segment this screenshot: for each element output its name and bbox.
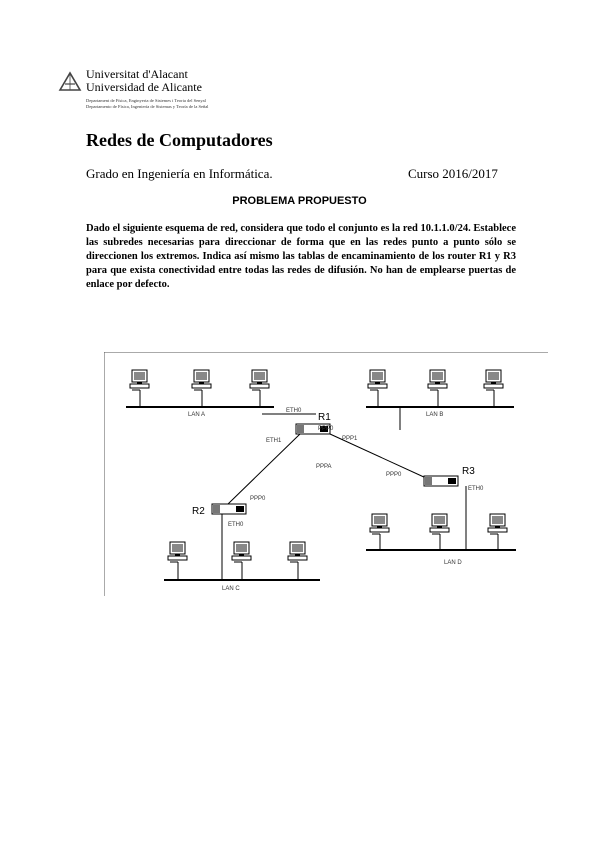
lan-d-pc-3	[487, 513, 508, 535]
r2-eth0-label: ETH0	[228, 522, 244, 528]
lan-b-pc-1	[367, 369, 388, 391]
problem-statement: Dado el siguiente esquema de red, consid…	[86, 223, 516, 290]
r1-ppp0-label: PPP0	[318, 426, 334, 432]
university-name-es: Universidad de Alicante	[86, 80, 202, 94]
lan-c-pc-3	[287, 541, 308, 563]
r1-eth1-label: ETH1	[266, 438, 282, 444]
router-r1-label: R1	[318, 412, 331, 423]
lan-a-label: LAN A	[188, 412, 205, 418]
university-logo-icon	[58, 71, 82, 91]
link-r1-r3	[329, 433, 427, 479]
lan-c-pc-2	[231, 541, 252, 563]
lan-a-pc-2	[191, 369, 212, 391]
lan-a-pc-3	[249, 369, 270, 391]
lan-d-pc-2	[429, 513, 450, 535]
department-name-es: Departamento de Física, Ingeniería de Si…	[86, 104, 209, 109]
r1-eth0-label: ETH0	[286, 408, 302, 414]
problem-heading: PROBLEMA PROPUESTO	[232, 195, 367, 207]
network-diagram: LAN A LAN B R1 ETH0 ETH1 PPP0 PPP1 PPPA …	[104, 352, 548, 596]
router-r2-label: R2	[192, 506, 205, 517]
r1-ppp1-label: PPP1	[342, 436, 358, 442]
lan-d-pc-1	[369, 513, 390, 535]
router-r2	[211, 503, 247, 515]
document-title: Redes de Computadores	[86, 130, 273, 150]
lan-c-pc-1	[167, 541, 188, 563]
router-r3-label: R3	[462, 466, 475, 477]
degree-name: Grado en Ingeniería en Informática.	[86, 166, 273, 181]
r3-eth0-label: ETH0	[468, 486, 484, 492]
r2-ppp0-label: PPP0	[250, 496, 266, 502]
university-name-ca: Universitat d'Alacant	[86, 67, 188, 81]
router-r3	[423, 475, 459, 487]
link-r1-r2	[227, 433, 301, 505]
lan-b-pc-3	[483, 369, 504, 391]
department-name-ca: Departament de Física, Enginyeria de Sis…	[86, 98, 206, 103]
course-year: Curso 2016/2017	[408, 166, 498, 181]
lan-b-label: LAN B	[426, 412, 443, 418]
link-r1-r3-label: PPPA	[316, 464, 332, 470]
lan-a-pc-1	[129, 369, 150, 391]
r3-ppp0-label: PPP0	[386, 472, 402, 478]
lan-c-label: LAN C	[222, 586, 240, 592]
lan-d-label: LAN D	[444, 560, 462, 566]
lan-b-pc-2	[427, 369, 448, 391]
